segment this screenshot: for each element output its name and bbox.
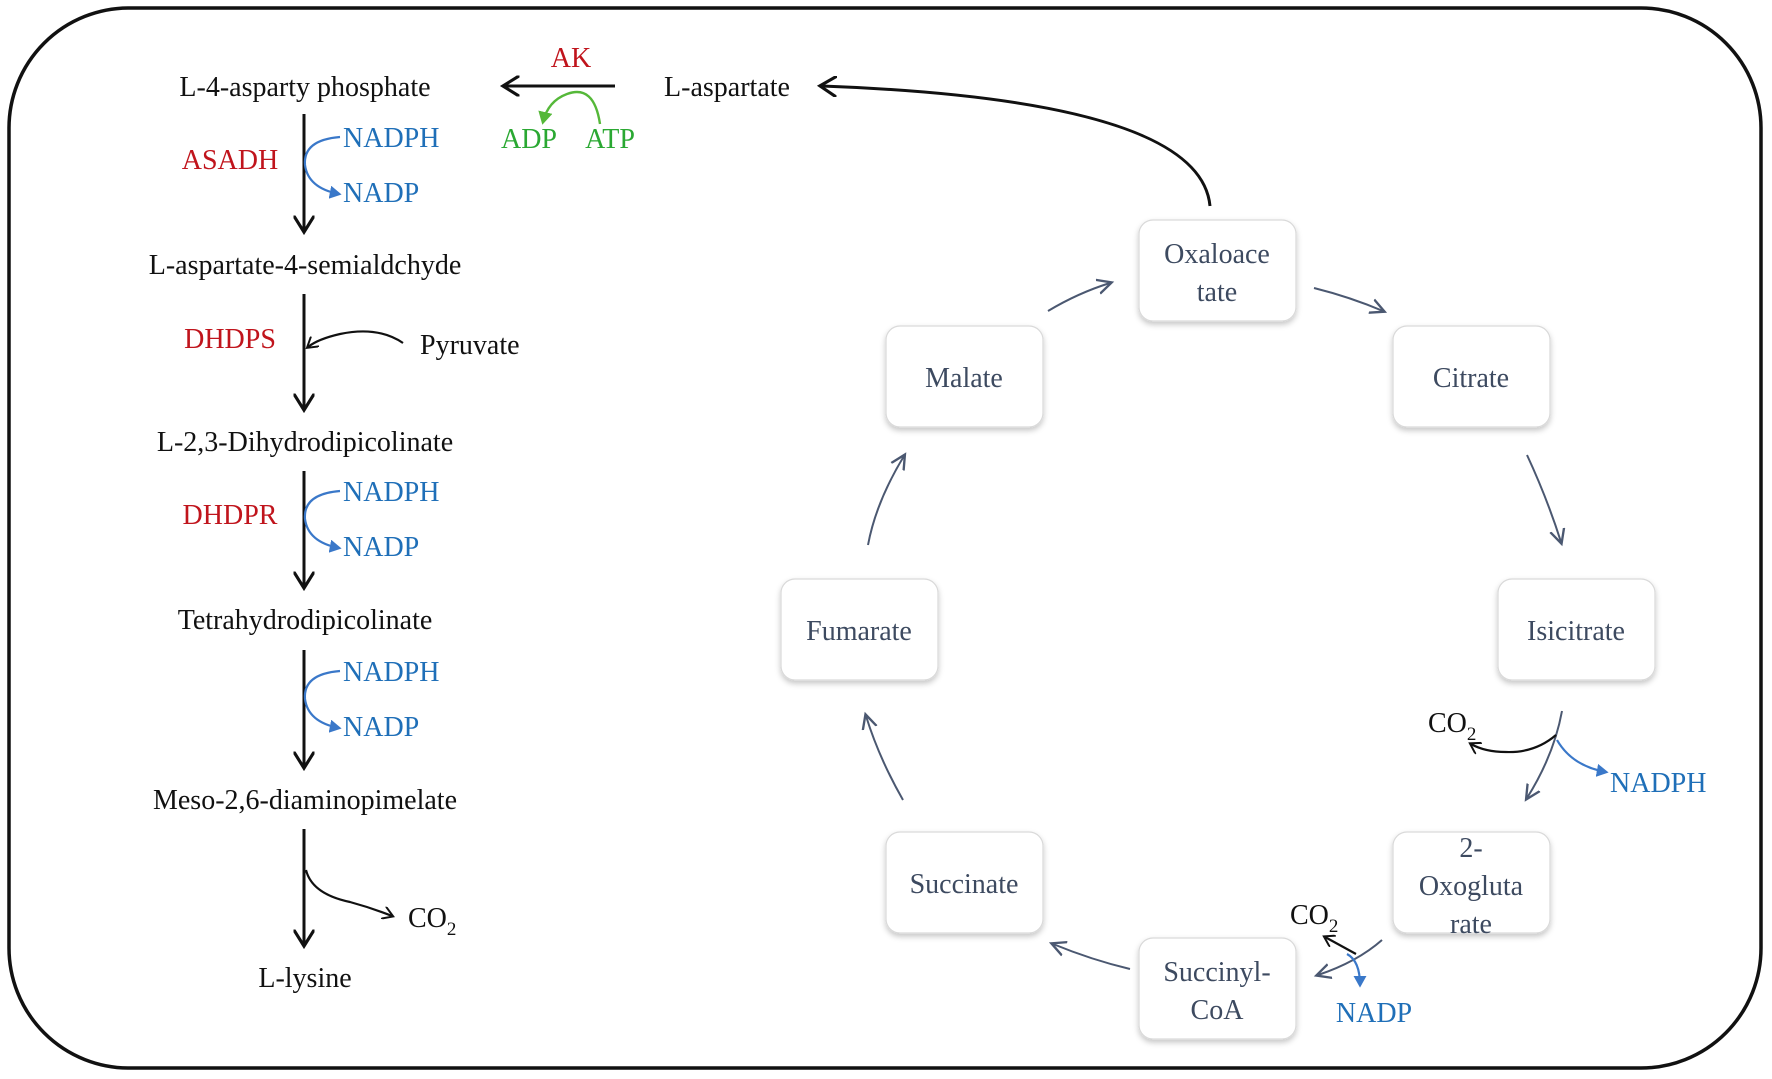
metabolite-aspartyl-phosphate: L-4-asparty phosphate — [179, 72, 430, 103]
tca-arrow-oxaloacetate-citrate — [1313, 287, 1383, 311]
cofactor-dap-nadp: NADP — [343, 712, 419, 743]
cofactor-adp: ADP — [501, 124, 557, 155]
atp-adp-curve — [538, 90, 602, 125]
cofactor-dhdpr-nadp: NADP — [343, 532, 419, 563]
idh-co2-curve — [1471, 734, 1557, 752]
svg-text:Citrate: Citrate — [1433, 363, 1509, 394]
svg-text:Isicitrate: Isicitrate — [1527, 616, 1625, 647]
svg-text:rate: rate — [1450, 909, 1492, 940]
tca-arrow-citrate-isocitrate — [1526, 454, 1561, 542]
svg-text:Oxaloace: Oxaloace — [1164, 239, 1270, 270]
enzyme-ak: AK — [551, 43, 591, 74]
asadh-cofactor-curve — [303, 135, 342, 199]
node-isocitrate: Isicitrate — [1497, 578, 1656, 681]
tca-arrow-succinylcoa-succinate — [1053, 944, 1131, 970]
tca-arrow-isocitrate-oxoglutarate — [1527, 710, 1563, 798]
node-oxaloacetate: Oxaloace tate — [1138, 219, 1297, 322]
tca-arrow-succinate-fumarate — [866, 716, 904, 801]
svg-text:Succinyl-: Succinyl- — [1163, 957, 1270, 988]
metabolite-dihydrodipicolinate: L-2,3-Dihydrodipicolinate — [157, 427, 453, 458]
node-fumarate: Fumarate — [780, 578, 939, 681]
cofactor-asadh-nadp: NADP — [343, 178, 419, 209]
outer-frame — [7, 6, 1763, 1070]
node-succinate: Succinate — [885, 831, 1044, 934]
idh-nadph-label: NADPH — [1610, 768, 1706, 799]
cofactor-asadh-nadph: NADPH — [343, 123, 439, 154]
cofactor-atp: ATP — [585, 124, 635, 155]
node-malate: Malate — [885, 325, 1044, 428]
oxaloacetate-to-aspartate-arrow — [822, 86, 1212, 207]
idh-nadph-curve — [1556, 739, 1609, 777]
kgdh-co2-arrow — [1325, 937, 1357, 955]
svg-text:Fumarate: Fumarate — [806, 616, 912, 647]
kgdh-co2-label: CO2 — [1290, 900, 1338, 937]
co2-release-curve — [304, 869, 392, 916]
tca-arrow-fumarate-malate — [867, 456, 904, 546]
metabolite-aspartate: L-aspartate — [664, 72, 790, 103]
metabolite-lysine: L-lysine — [258, 963, 351, 994]
svg-text:CoA: CoA — [1191, 995, 1245, 1026]
kgdh-nadp-curve — [1346, 953, 1367, 988]
enzyme-dhdpr: DHDPR — [183, 500, 278, 531]
idh-co2-label: CO2 — [1428, 708, 1476, 745]
kgdh-nadp-label: NADP — [1336, 998, 1412, 1029]
tca-arrow-malate-oxaloacetate — [1047, 283, 1110, 312]
node-citrate: Citrate — [1392, 325, 1551, 428]
product-co2: CO2 — [408, 903, 456, 940]
metabolite-pyruvate: Pyruvate — [420, 330, 520, 361]
svg-text:2-: 2- — [1459, 833, 1482, 864]
tca-cycle: CO2 NADPH CO2 NADP Oxaloace tate Citrate… — [780, 219, 1706, 1040]
lysine-pathway: AK ADP ATP L-aspartate L-4-asparty phosp… — [149, 43, 790, 994]
svg-text:Oxogluta: Oxogluta — [1419, 871, 1524, 902]
node-succinyl-coa: Succinyl- CoA — [1138, 937, 1297, 1040]
pyruvate-input-curve — [308, 330, 404, 347]
cofactor-dap-nadph: NADPH — [343, 657, 439, 688]
svg-text:tate: tate — [1197, 277, 1237, 308]
cofactor-dhdpr-nadph: NADPH — [343, 477, 439, 508]
metabolite-diaminopimelate: Meso-2,6-diaminopimelate — [153, 785, 457, 816]
dhdpr-cofactor-curve — [303, 489, 342, 553]
metabolite-semialdehyde: L-aspartate-4-semialdchyde — [149, 250, 462, 281]
enzyme-asadh: ASADH — [182, 145, 278, 176]
metabolite-tetrahydrodipicolinate: Tetrahydrodipicolinate — [178, 605, 433, 636]
dap-cofactor-curve — [303, 669, 342, 733]
enzyme-dhdps: DHDPS — [184, 324, 276, 355]
svg-text:Succinate: Succinate — [910, 869, 1019, 900]
svg-text:Malate: Malate — [925, 363, 1003, 394]
node-oxoglutarate: 2- Oxogluta rate — [1392, 831, 1551, 940]
